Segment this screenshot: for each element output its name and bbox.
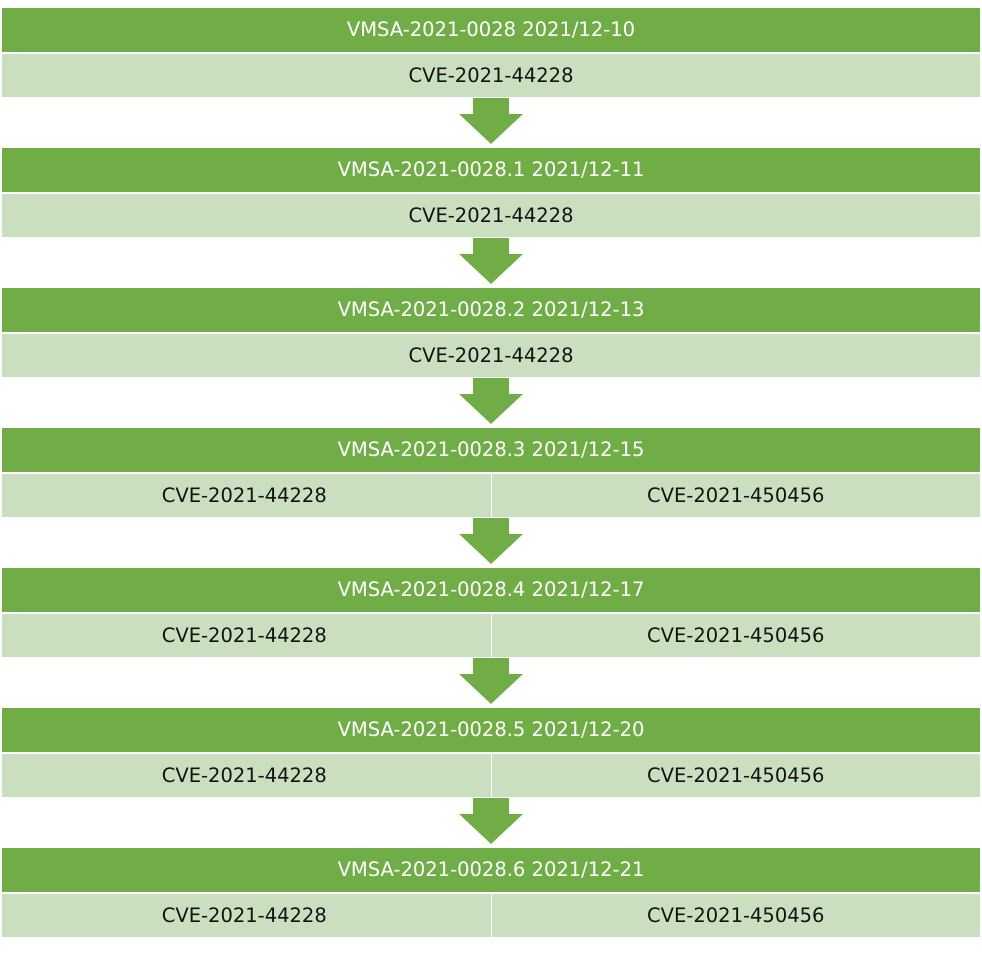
advisory-title: VMSA-2021-0028.3 2021/12-15 xyxy=(2,427,980,473)
cve-label: CVE-2021-44228 xyxy=(408,204,574,227)
advisory-title: VMSA-2021-0028.1 2021/12-11 xyxy=(2,147,980,193)
down-arrow-shape xyxy=(459,518,523,564)
advisory-title: VMSA-2021-0028 2021/12-10 xyxy=(2,7,980,53)
down-arrow-icon xyxy=(459,98,523,144)
cve-label: CVE-2021-450456 xyxy=(647,764,825,787)
down-arrow-shape xyxy=(459,658,523,704)
down-arrow-icon xyxy=(459,518,523,564)
cve-label: CVE-2021-44228 xyxy=(408,64,574,87)
cve-cell: CVE-2021-450456 xyxy=(491,754,980,797)
down-arrow-shape xyxy=(459,238,523,284)
down-arrow-shape xyxy=(459,798,523,844)
cve-cell: CVE-2021-44228 xyxy=(2,614,492,657)
cve-label: CVE-2021-44228 xyxy=(161,904,327,927)
down-arrow-icon xyxy=(459,798,523,844)
down-arrow-shape xyxy=(459,98,523,144)
cve-cell: CVE-2021-450456 xyxy=(491,474,980,517)
cve-row: CVE-2021-44228 CVE-2021-450456 xyxy=(2,894,980,937)
cve-row: CVE-2021-44228 xyxy=(2,334,980,377)
cve-row: CVE-2021-44228 xyxy=(2,54,980,97)
cve-label: CVE-2021-450456 xyxy=(647,484,825,507)
cve-cell: CVE-2021-450456 xyxy=(491,614,980,657)
down-arrow-icon xyxy=(459,238,523,284)
cve-row: CVE-2021-44228 CVE-2021-450456 xyxy=(2,614,980,657)
cve-cell: CVE-2021-44228 xyxy=(2,54,980,97)
cve-cell: CVE-2021-450456 xyxy=(491,894,980,937)
cve-cell: CVE-2021-44228 xyxy=(2,894,492,937)
advisory-title: VMSA-2021-0028.2 2021/12-13 xyxy=(2,287,980,333)
cve-cell: CVE-2021-44228 xyxy=(2,474,492,517)
down-arrow-icon xyxy=(459,378,523,424)
cve-label: CVE-2021-450456 xyxy=(647,624,825,647)
cve-cell: CVE-2021-44228 xyxy=(2,194,980,237)
down-arrow-shape xyxy=(459,378,523,424)
cve-cell: CVE-2021-44228 xyxy=(2,334,980,377)
cve-row: CVE-2021-44228 xyxy=(2,194,980,237)
cve-row: CVE-2021-44228 CVE-2021-450456 xyxy=(2,754,980,797)
cve-cell: CVE-2021-44228 xyxy=(2,754,492,797)
down-arrow-icon xyxy=(459,658,523,704)
advisory-title: VMSA-2021-0028.4 2021/12-17 xyxy=(2,567,980,613)
cve-label: CVE-2021-44228 xyxy=(161,764,327,787)
cve-label: CVE-2021-44228 xyxy=(161,484,327,507)
cve-label: CVE-2021-44228 xyxy=(161,624,327,647)
advisory-title: VMSA-2021-0028.6 2021/12-21 xyxy=(2,847,980,893)
cve-label: CVE-2021-44228 xyxy=(408,344,574,367)
cve-row: CVE-2021-44228 CVE-2021-450456 xyxy=(2,474,980,517)
cve-label: CVE-2021-450456 xyxy=(647,904,825,927)
advisory-title: VMSA-2021-0028.5 2021/12-20 xyxy=(2,707,980,753)
